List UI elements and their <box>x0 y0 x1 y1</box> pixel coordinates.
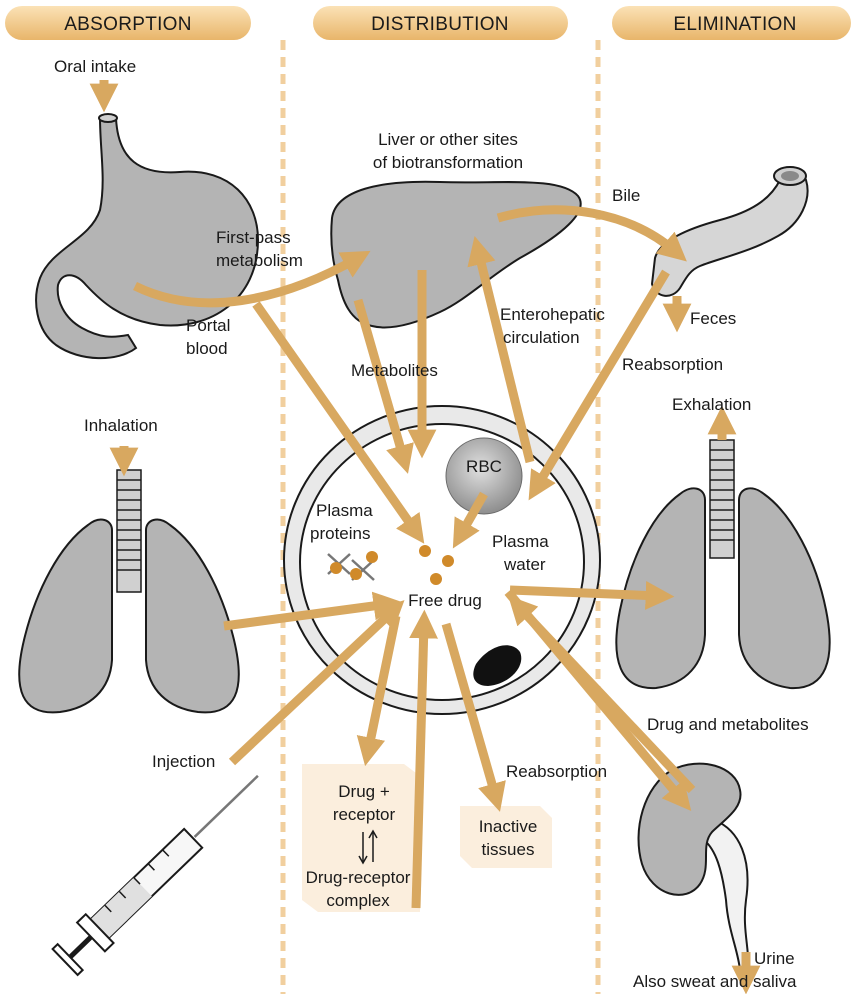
label-portal-2: blood <box>186 339 228 358</box>
svg-text:DISTRIBUTION: DISTRIBUTION <box>371 14 509 35</box>
label-metabolites: Metabolites <box>351 361 438 380</box>
label-plasma-proteins-1: Plasma <box>316 501 373 520</box>
label-first-pass-2: metabolism <box>216 251 303 270</box>
label-reabsorption-top: Reabsorption <box>622 355 723 374</box>
arrow-free-to-lungs <box>510 590 660 596</box>
kidney-icon <box>639 764 749 970</box>
intestine-icon <box>652 167 808 296</box>
header-absorption: ABSORPTION <box>5 6 251 40</box>
label-feces: Feces <box>690 309 736 328</box>
label-bile: Bile <box>612 186 640 205</box>
label-drug-receptor-1: Drug + <box>338 782 390 801</box>
label-injection: Injection <box>152 752 215 771</box>
label-plasma-water-1: Plasma <box>492 532 549 551</box>
label-inactive-2: tissues <box>482 840 535 859</box>
label-inhalation: Inhalation <box>84 416 158 435</box>
label-urine: Urine <box>754 949 795 968</box>
label-enterohepatic-2: circulation <box>503 328 580 347</box>
label-rbc: RBC <box>466 457 502 476</box>
label-free-drug: Free drug <box>408 591 482 610</box>
label-drug-receptor-2: receptor <box>333 805 396 824</box>
label-portal-1: Portal <box>186 316 230 335</box>
label-inactive-1: Inactive <box>479 817 538 836</box>
label-liver-2: of biotransformation <box>373 153 523 172</box>
syringe-icon <box>51 761 272 976</box>
svg-text:ELIMINATION: ELIMINATION <box>673 14 796 35</box>
label-reabsorption-bottom: Reabsorption <box>506 762 607 781</box>
label-sweat-saliva: Also sweat and saliva <box>633 972 797 991</box>
header-distribution: DISTRIBUTION <box>313 6 568 40</box>
label-exhalation: Exhalation <box>672 395 751 414</box>
label-oral-intake: Oral intake <box>54 57 136 76</box>
label-plasma-proteins-2: proteins <box>310 524 370 543</box>
label-drug-metabolites: Drug and metabolites <box>647 715 809 734</box>
lungs-icon-right <box>616 440 829 688</box>
header-elimination: ELIMINATION <box>612 6 851 40</box>
label-enterohepatic-1: Enterohepatic <box>500 305 605 324</box>
lungs-icon-left <box>19 470 239 712</box>
label-complex-1: Drug-receptor <box>306 868 411 887</box>
label-liver-1: Liver or other sites <box>378 130 518 149</box>
label-first-pass-1: First-pass <box>216 228 291 247</box>
label-plasma-water-2: water <box>503 555 546 574</box>
label-complex-2: complex <box>326 891 390 910</box>
svg-text:ABSORPTION: ABSORPTION <box>64 14 192 35</box>
